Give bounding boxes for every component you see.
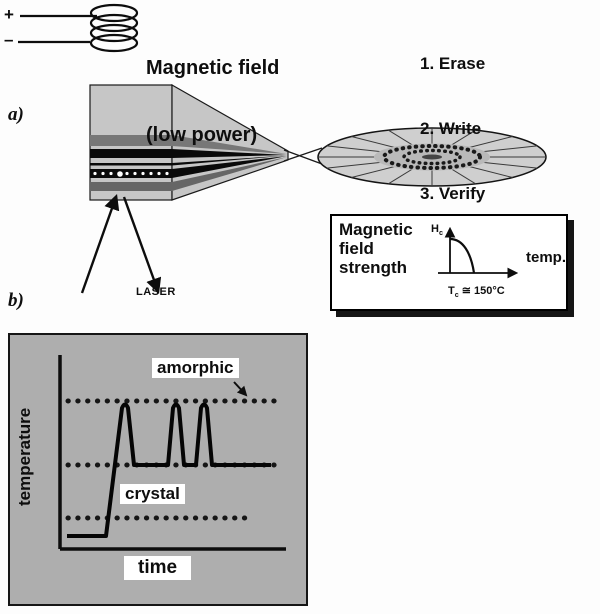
- recorded-track-ring: [382, 144, 482, 170]
- hc-sub: c: [438, 229, 443, 238]
- coercivity-curve: [438, 226, 519, 279]
- laser-spot: [117, 171, 123, 177]
- panel-label-a: a): [8, 104, 24, 125]
- coil-label-line1: Magnetic field: [146, 56, 280, 79]
- tc-main: T: [448, 285, 455, 297]
- inset-title-line3: strength: [339, 258, 407, 278]
- chart-plot-area: [58, 355, 286, 551]
- coil-label-line2: (low power): [146, 123, 258, 146]
- optical-head: [89, 83, 289, 201]
- panel-label-b: b): [8, 290, 24, 311]
- laser-caption: LASER: [136, 286, 176, 298]
- disc-hub: [422, 154, 442, 160]
- step-verify: 3. Verify: [420, 184, 486, 203]
- inset-title-line1: Magnetic: [339, 220, 413, 239]
- diagram-artwork: [18, 3, 547, 294]
- temperature-time-chart: temperature amorphic crystal time: [8, 333, 308, 606]
- inset-title-line2: field: [339, 239, 374, 259]
- tc-sub: c: [454, 291, 459, 300]
- amorphic-pointer-arrow: [233, 381, 248, 397]
- curie-temperature-label: Tc ≅ 150°C: [448, 284, 505, 299]
- optical-disc: [317, 127, 547, 187]
- tc-value: ≅ 150°C: [458, 285, 505, 297]
- chart-x-axis-label: time: [124, 556, 192, 580]
- process-steps-list: 1. Erase 2. Write 3. Verify: [420, 9, 485, 248]
- step-write: 2. Write: [420, 118, 482, 138]
- coil-label: Magnetic field (low power): [146, 12, 279, 191]
- chart-y-axis-label: temperature: [15, 407, 34, 507]
- hc-main: H: [431, 223, 439, 235]
- amorphic-label: amorphic: [152, 358, 239, 378]
- inset-title: Magnetic field strength: [339, 220, 413, 277]
- coil-minus-terminal: –: [4, 30, 14, 49]
- coil-plus-terminal: +: [4, 5, 14, 24]
- laser-beam-arrows: [80, 194, 162, 294]
- magnet-coil-icon: [18, 3, 139, 53]
- magnetic-field-inset: Magnetic field strength Hc temp. Tc ≅ 15…: [330, 214, 568, 311]
- focused-beam: [283, 147, 323, 165]
- temp-axis-label: temp.: [526, 249, 567, 266]
- temperature-curve: [67, 402, 271, 538]
- crystal-label: crystal: [120, 484, 185, 504]
- step-erase: 1. Erase: [420, 53, 486, 73]
- hc-axis-label: Hc: [431, 223, 443, 237]
